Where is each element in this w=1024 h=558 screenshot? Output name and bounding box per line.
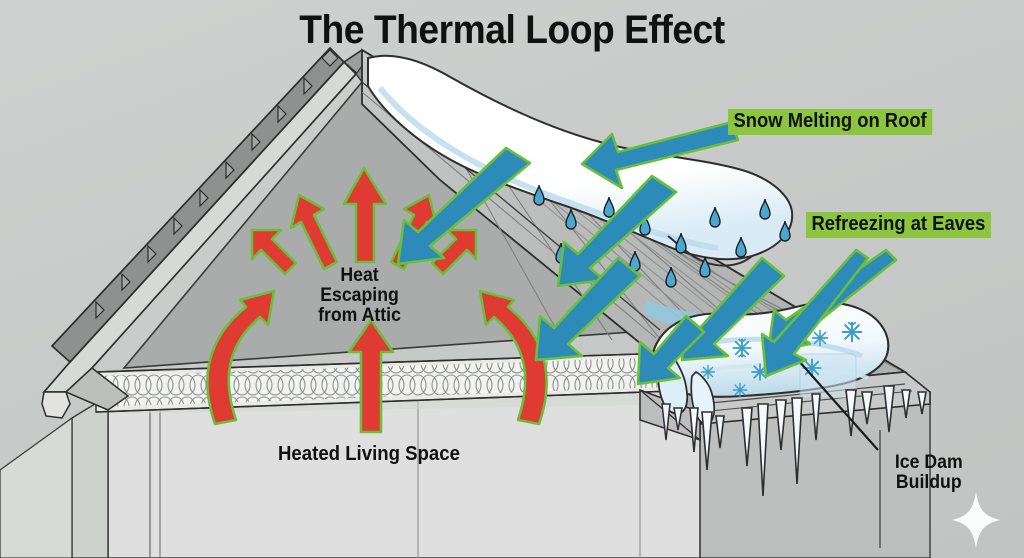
snow-melting-pointer-arrow: [580, 120, 740, 190]
label-heat-escaping-from-attic: Heat Escaping from Attic: [300, 266, 419, 326]
water-arrow-6: [636, 314, 706, 386]
label-ice-dam-line1: Ice Dam: [894, 452, 963, 473]
water-arrow-4: [534, 256, 642, 362]
label-heat-escaping-line1: Heat Escaping: [320, 265, 399, 306]
label-heat-escaping-line2: from Attic: [318, 304, 401, 326]
label-snow-melting-on-roof: Snow Melting on Roof: [728, 109, 933, 135]
label-ice-dam-buildup: Ice Dam Buildup: [886, 453, 972, 493]
water-arrow-1: [396, 146, 532, 266]
heat-arrow-fan-3: [342, 166, 388, 264]
icicles: [689, 385, 927, 497]
page-title: The Thermal Loop Effect: [299, 8, 725, 52]
heat-arrow-center-straight: [347, 318, 395, 434]
heat-arrow-curved-right: [478, 289, 548, 426]
heat-arrow-curved-left: [206, 289, 276, 426]
heat-arrow-fan-1: [250, 228, 298, 276]
label-heated-living-space: Heated Living Space: [278, 443, 460, 465]
ice-dam-leader-line: [797, 359, 881, 548]
refreezing-pointer-arrow-2: [760, 248, 870, 378]
house-left-return-wall: [0, 394, 109, 558]
label-refreezing-at-eaves: Refreezing at Eaves: [806, 212, 991, 238]
roof-left-plane: [41, 46, 358, 419]
label-ice-dam-line2: Buildup: [895, 471, 962, 493]
water-arrow-2: [556, 174, 678, 288]
heat-arrow-fan-2: [289, 193, 339, 271]
icicles-left-cluster: [661, 403, 683, 441]
